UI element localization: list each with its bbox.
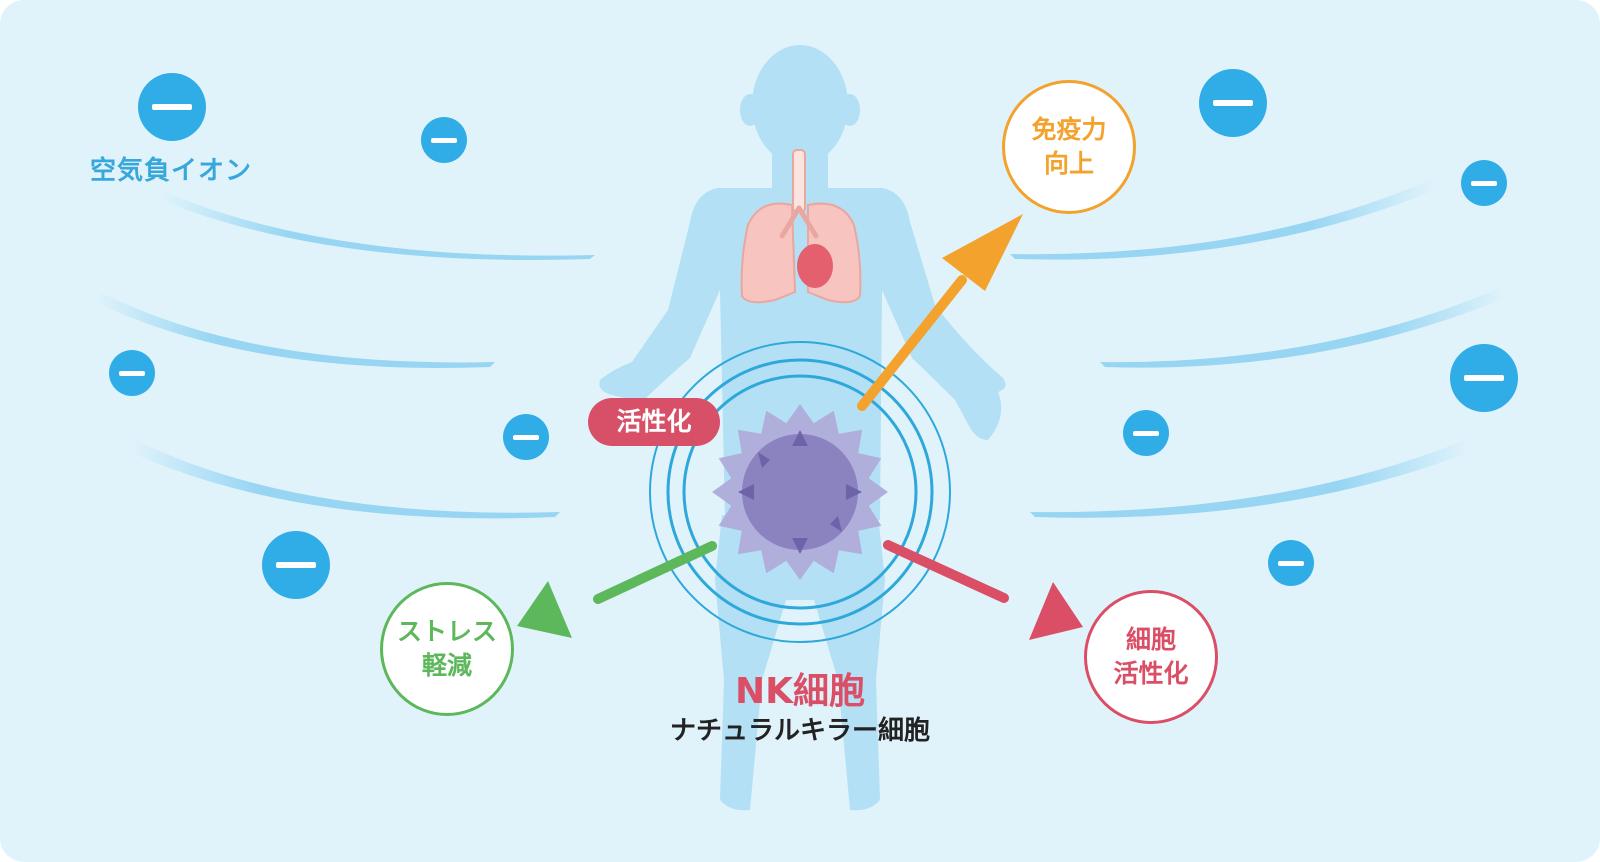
heart-icon [797,244,833,288]
minus-circle-icon [1268,540,1314,586]
wave-left-3 [130,440,560,519]
wave-right-3 [1030,440,1470,518]
cell-activation-bubble: 細胞 活性化 [1084,590,1218,724]
nk-cell-subtitle: ナチュラルキラー細胞 [669,716,930,746]
immunity-line-2: 向上 [1043,149,1094,178]
virus-cell-icon [712,404,888,580]
stress-line-2: 軽減 [421,651,472,680]
stress-relief-bubble: ストレス 軽減 [380,582,514,716]
minus-circle-icon [1123,410,1169,456]
nk-cell-title: NK細胞 [734,671,866,712]
air-waves [95,180,1505,519]
minus-circle-icon [421,117,467,163]
minus-circle-icon [262,531,330,599]
wave-left-2 [95,292,495,368]
immunity-boost-bubble: 免疫力 向上 [1002,80,1136,214]
cell-activation-line-2: 活性化 [1113,659,1189,688]
cell-activation-line-1: 細胞 [1125,625,1176,655]
minus-circle-icon [1450,344,1518,412]
lungs-icon [740,149,862,304]
immunity-arrow [857,214,1023,411]
activation-pill: 活性化 [588,398,720,446]
stress-line-1: ストレス [396,617,497,647]
minus-circle-icon [1461,160,1507,206]
human-body-silhouette [599,45,1006,811]
wave-left-1 [160,192,595,261]
cell-activation-arrow [883,540,1083,640]
minus-circle-icon [1199,69,1267,137]
minus-circle-icon [503,414,549,460]
wave-right-2 [1100,288,1505,368]
minus-circle-icon [138,73,206,141]
stress-arrow [517,541,717,638]
wave-right-1 [1010,180,1435,260]
minus-circle-icon [109,350,155,396]
negative-ions [109,69,1518,599]
immunity-line-1: 免疫力 [1031,115,1107,145]
activation-rings [649,341,951,643]
negative-ion-label: 空気負イオン [90,156,253,186]
